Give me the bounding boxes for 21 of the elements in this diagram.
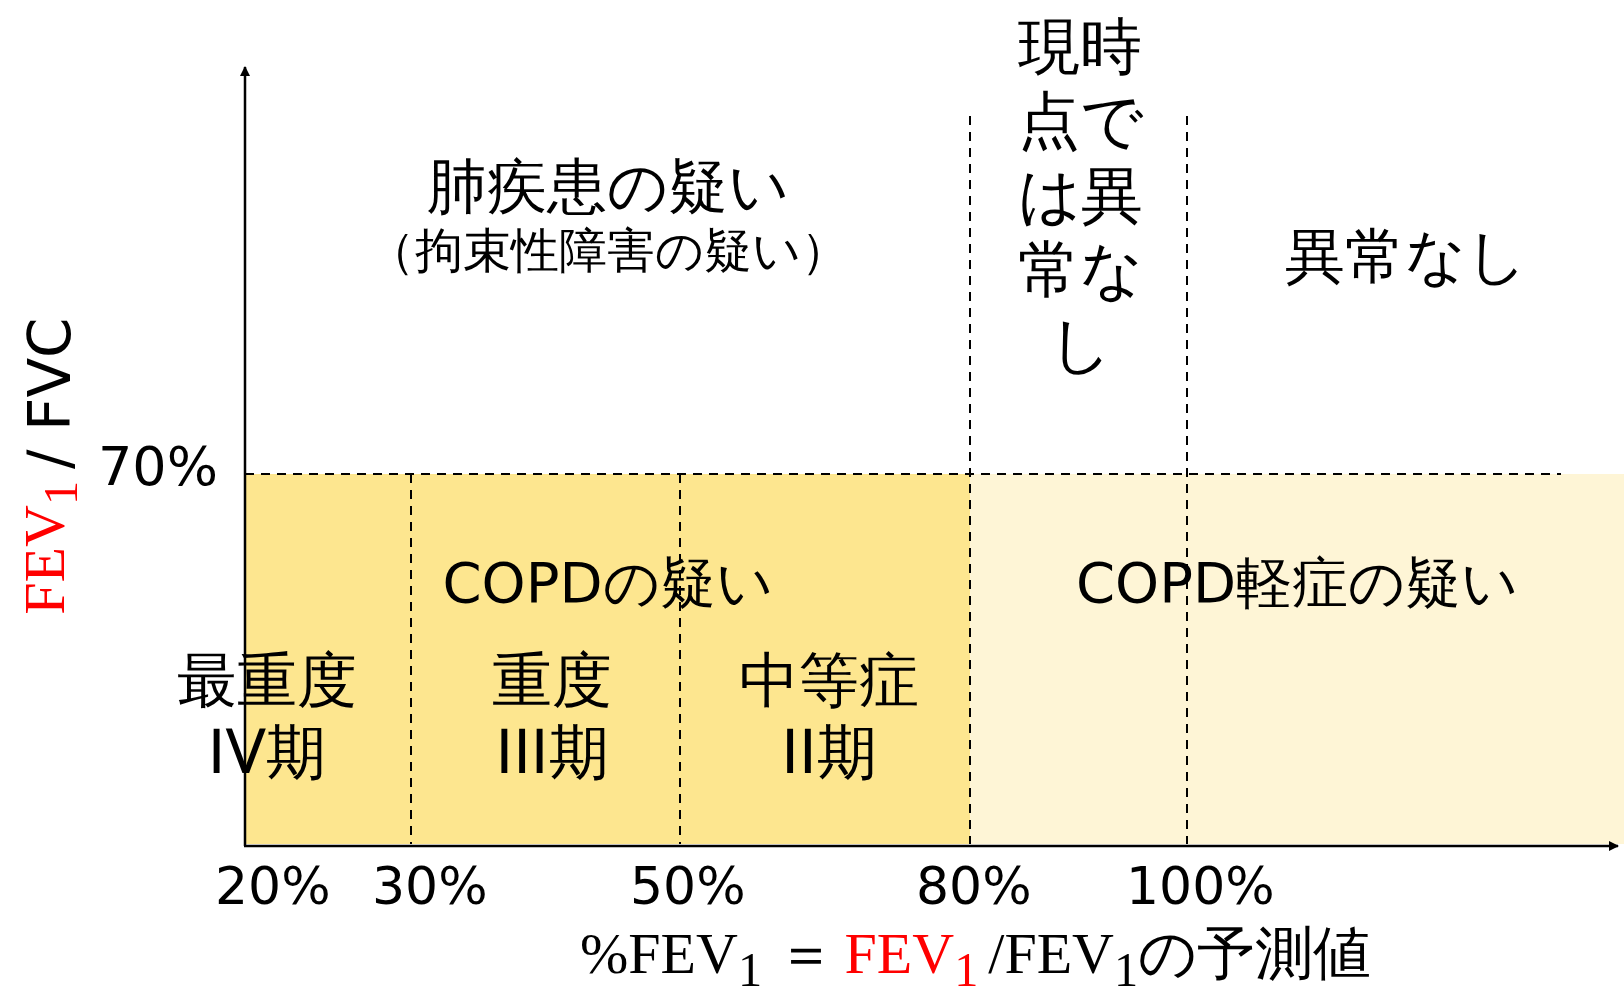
tick-label: 100% bbox=[1126, 860, 1275, 912]
zone-title: 現時点では異常なし bbox=[1016, 10, 1144, 382]
tick-label: 20% bbox=[215, 860, 331, 912]
axis-title: /FEV$_{1}$の予測値 bbox=[988, 925, 1372, 994]
zone-title: 異常なし bbox=[1284, 220, 1527, 292]
severity-label: 重度 bbox=[492, 644, 612, 716]
zone-title: 肺疾患の疑い bbox=[426, 150, 789, 222]
tick-label: 70% bbox=[98, 440, 219, 494]
stage-label: III期 bbox=[495, 716, 609, 788]
zone-title: COPDの疑い bbox=[442, 549, 773, 617]
axis-title: / FVC bbox=[21, 317, 79, 469]
severity-label: 中等症 bbox=[739, 644, 919, 716]
tick-label: 80% bbox=[916, 860, 1032, 912]
tick-label: 50% bbox=[630, 860, 746, 912]
stage-label: II期 bbox=[781, 716, 877, 788]
axis-title: FEV$_{1}$ bbox=[844, 925, 979, 994]
tick-label: 30% bbox=[372, 860, 488, 912]
mild-copd-zone bbox=[970, 474, 1624, 844]
zone-title: COPD軽症の疑い bbox=[1075, 549, 1519, 617]
axis-title: %FEV$_{1}$ ＝ bbox=[580, 925, 835, 994]
zone-subtitle: （拘束性障害の疑い） bbox=[366, 222, 849, 280]
